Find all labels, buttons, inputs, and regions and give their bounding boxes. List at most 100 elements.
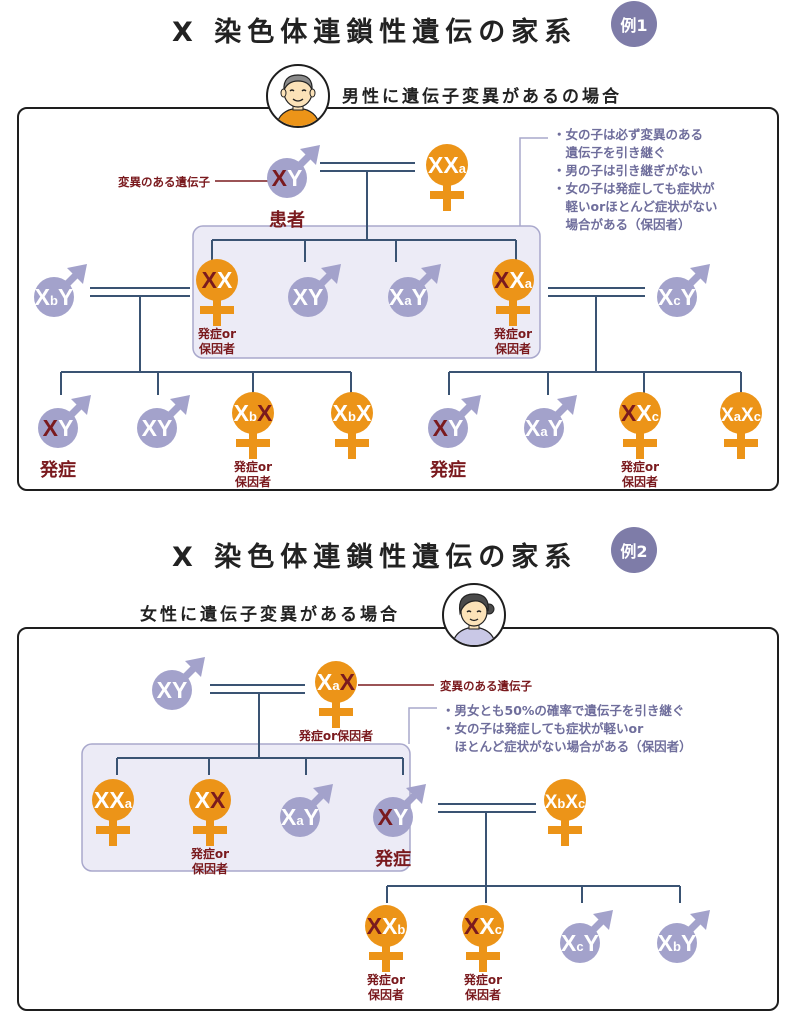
genotype-label: XbXc xyxy=(545,792,586,813)
genotype-text: XbXc xyxy=(545,792,586,813)
mutant-gene-label: 変異のある遺伝子 xyxy=(440,679,532,693)
genotype-label: XXb xyxy=(367,913,406,939)
status-label-line: 保因者 xyxy=(198,341,235,356)
female-cross-bar xyxy=(466,952,500,960)
male-circle xyxy=(388,277,428,317)
male-circle xyxy=(657,923,697,963)
genotype-label: XX xyxy=(202,267,233,293)
female-symbol-g3: XbX xyxy=(232,392,274,459)
mutant-allele: X xyxy=(494,267,510,293)
male-symbol-g5: XY xyxy=(428,395,481,448)
allele: Y xyxy=(58,415,73,441)
female-cross-bar xyxy=(96,826,130,834)
allele: X xyxy=(741,405,754,426)
status-label-line: 発症or xyxy=(197,326,236,341)
genotype-text: XY xyxy=(142,415,173,441)
example2-badge: 例2 xyxy=(611,527,657,573)
status-label-line: 保因者 xyxy=(494,341,531,356)
example1-notes: ・女の子は必ず変異のある 遺伝子を引き継ぐ ・男の子は引き継ぎがない ・女の子は… xyxy=(553,126,717,234)
female-cross-bar xyxy=(369,952,403,960)
genotype-text: XY xyxy=(378,804,409,830)
female-cross-bar xyxy=(319,708,353,716)
genotype-label: XY xyxy=(157,677,188,703)
allele: Y xyxy=(157,415,172,441)
allele-subscript: c xyxy=(576,939,583,954)
allele: X xyxy=(333,400,349,426)
allele-subscript: c xyxy=(652,409,659,424)
genotype-text: XY xyxy=(272,165,303,191)
genotype-text: XcY xyxy=(658,284,696,310)
allele: X xyxy=(443,152,459,178)
mutant-allele: X xyxy=(202,267,218,293)
siblings-group-box xyxy=(192,225,541,359)
allele: X xyxy=(293,284,309,310)
male-arrow-head xyxy=(321,264,341,284)
genotype-text: XbX xyxy=(234,400,273,426)
allele: X xyxy=(545,792,558,813)
allele: X xyxy=(157,677,173,703)
male-arrow-head xyxy=(421,264,441,284)
note-line: ・女の子は必ず変異のある xyxy=(553,127,704,142)
allele: Y xyxy=(584,930,599,956)
female-cross-bar xyxy=(335,439,369,447)
elderly-woman-avatar xyxy=(442,583,506,647)
allele: X xyxy=(658,284,674,310)
genotype-label: XXc xyxy=(621,400,659,426)
genotype-label: XY xyxy=(433,415,464,441)
allele: Y xyxy=(448,415,463,441)
genotype-label: XXa xyxy=(428,152,467,178)
genotype-text: XXa xyxy=(94,787,133,813)
female-symbol-g2: XXc xyxy=(462,905,504,972)
note-line: ・男の子は引き継ぎがない xyxy=(553,163,704,178)
note-line: ・女の子は発症しても症状が xyxy=(553,181,715,196)
genotype-text: XY xyxy=(433,415,464,441)
status-label-line: 保因者 xyxy=(621,474,658,489)
female-circle xyxy=(232,392,274,434)
example1-badge: 例1 xyxy=(611,1,657,47)
allele: Y xyxy=(58,284,73,310)
allele: X xyxy=(94,787,110,813)
allele: X xyxy=(356,400,372,426)
allele: X xyxy=(234,400,250,426)
genotype-label: XXc xyxy=(464,913,502,939)
male-symbol-c4: XY xyxy=(373,784,426,837)
allele: Y xyxy=(287,165,302,191)
male-circle xyxy=(137,408,177,448)
genotype-label: XaY xyxy=(525,415,563,441)
male-circle xyxy=(267,158,307,198)
allele: Y xyxy=(304,804,319,830)
male-symbol-sp1: XbY xyxy=(34,264,87,317)
genotype-text: XaY xyxy=(525,415,563,441)
allele-subscript: a xyxy=(404,293,412,308)
status-label: 発症 xyxy=(429,459,466,481)
example2-notes: ・男女とも50%の確率で遺伝子を引き継ぐ ・女の子は発症しても症状が軽いor ほ… xyxy=(442,702,692,756)
female-cross-bar xyxy=(623,439,657,447)
allele: X xyxy=(658,930,674,956)
male-symbol-g1: XY xyxy=(38,395,91,448)
status-label-line: 発症or xyxy=(620,459,659,474)
female-circle xyxy=(492,259,534,301)
allele: Y xyxy=(412,284,427,310)
female-circle xyxy=(720,392,762,434)
status-label: 発症 xyxy=(374,848,411,870)
allele: X xyxy=(721,405,734,426)
male-circle xyxy=(428,408,468,448)
male-symbol-father: XY xyxy=(152,657,205,710)
genotype-label: XaX xyxy=(317,669,356,695)
male-arrow-head xyxy=(690,910,710,930)
male-arrow-head xyxy=(593,910,613,930)
example1-title: X 染色体連鎖性遺伝の家系 xyxy=(172,17,578,48)
allele: Y xyxy=(681,930,696,956)
allele: X xyxy=(509,267,525,293)
allele-subscript: b xyxy=(249,409,257,424)
status-label-line: 発症or xyxy=(463,972,502,987)
status-label: 発症or保因者 xyxy=(298,728,373,743)
status-label-line: 発症or xyxy=(366,972,405,987)
status-label: 発症 xyxy=(39,459,76,481)
female-symbol-mother: XXa xyxy=(426,144,468,211)
status-label-line: 保因者 xyxy=(234,474,271,489)
genotype-label: XX xyxy=(195,787,226,813)
